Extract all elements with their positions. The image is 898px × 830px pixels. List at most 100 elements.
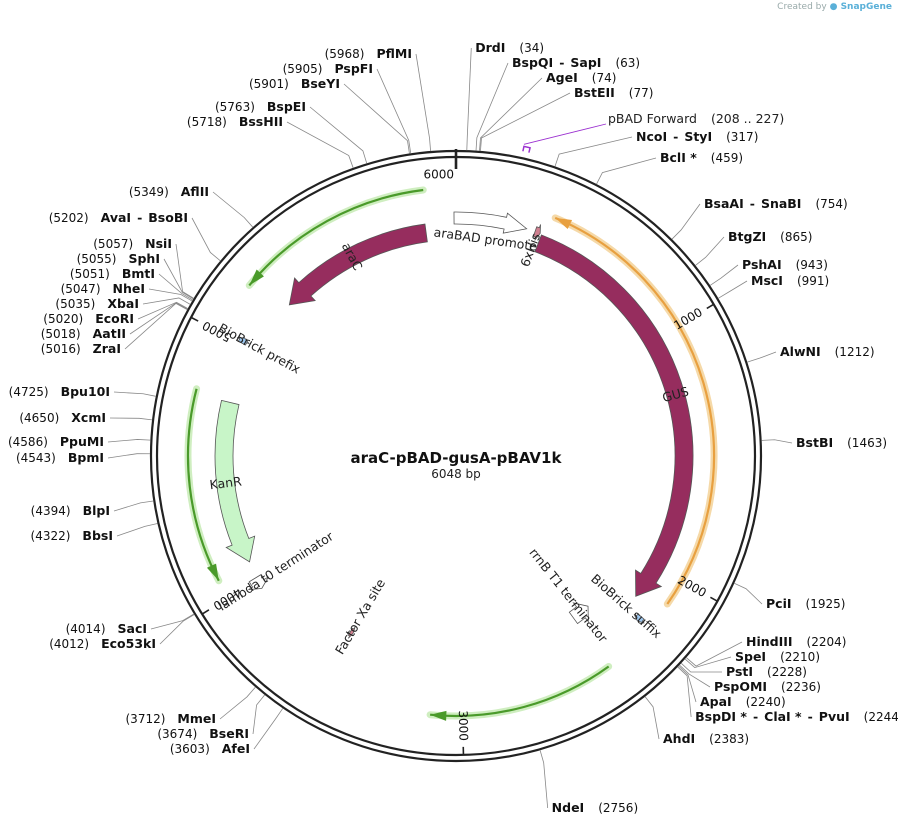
site-label-5349: (5349)AflII xyxy=(129,184,209,199)
site-xbai[interactable]: (5035)XbaI xyxy=(55,296,191,311)
site-pshai[interactable]: PshAI(943) xyxy=(709,257,828,286)
site-label-34: DrdI(34) xyxy=(475,40,544,55)
site-drdi[interactable]: DrdI(34) xyxy=(466,40,544,151)
site-avai-bsobi[interactable]: (5202)AvaI-BsoBI xyxy=(49,210,221,262)
site-leader-3712 xyxy=(219,686,256,720)
site-apai[interactable]: ApaI(2240) xyxy=(678,665,786,709)
feature-biobrick-prefix[interactable]: BioBrick prefix xyxy=(216,320,303,376)
feature-rrnb-t1-terminator[interactable]: rrnB T1 terminator xyxy=(526,545,611,646)
site-label-5057: (5057)NsiI xyxy=(93,236,172,251)
site-agei[interactable]: AgeI(74) xyxy=(479,70,617,151)
site-ncoi-styi[interactable]: NcoI-StyI(317) xyxy=(554,129,758,167)
feature-6xhis-arrow[interactable] xyxy=(532,224,541,241)
feature-kanr-arrow[interactable] xyxy=(214,399,256,563)
site-msci[interactable]: MscI(991) xyxy=(718,273,829,299)
site-label-2383: AhdI(2383) xyxy=(663,731,749,746)
site-aflii[interactable]: (5349)AflII xyxy=(129,184,254,228)
primer-pbad-forward-marker[interactable] xyxy=(522,145,531,153)
site-pspomi[interactable]: PspOMI(2236) xyxy=(679,664,821,694)
site-sphi[interactable]: (5055)SphI xyxy=(77,251,194,300)
site-leader-4014 xyxy=(150,613,195,630)
orf-3[interactable] xyxy=(430,665,610,718)
site-bseri[interactable]: (3674)BseRI xyxy=(157,694,266,741)
site-label-5016: (5016)ZraI xyxy=(41,341,121,356)
site-blpi[interactable]: (4394)BlpI xyxy=(31,500,154,518)
tick-label-2000: 2000 xyxy=(675,573,709,600)
site-bcli[interactable]: BclI *(459) xyxy=(596,150,743,185)
site-leader-4650 xyxy=(109,417,153,421)
site-ecori[interactable]: (5020)EcoRI xyxy=(43,301,189,326)
plasmid-length: 6048 bp xyxy=(431,467,481,481)
site-leader-4725 xyxy=(113,391,156,397)
site-leader-865 xyxy=(695,236,725,266)
orf-1[interactable] xyxy=(248,188,424,287)
site-label-2240: ApaI(2240) xyxy=(700,694,786,709)
feature-arac-arrow[interactable] xyxy=(288,223,428,306)
site-bspdi-clai-pvui[interactable]: BspDI *-ClaI *-PvuI(2244) xyxy=(677,666,898,724)
feature-arabad-promoter-arrow[interactable] xyxy=(453,211,528,234)
site-bsteii[interactable]: BstEII(77) xyxy=(480,85,653,152)
site-hindiii[interactable]: HindIII(2204) xyxy=(686,634,846,667)
site-ndei[interactable]: NdeI(2756) xyxy=(539,750,638,815)
site-bseyi[interactable]: (5901)BseYI xyxy=(249,76,410,154)
site-leader-5057 xyxy=(175,243,194,299)
site-bstbi[interactable]: BstBI(1463) xyxy=(761,435,887,450)
site-label-5055: (5055)SphI xyxy=(77,251,160,266)
site-pflmi[interactable]: (5968)PflMI xyxy=(325,46,431,152)
site-afei[interactable]: (3603)AfeI xyxy=(170,708,284,756)
feature-lambda-t0-terminator-arrow[interactable] xyxy=(248,573,269,591)
site-label-5035: (5035)XbaI xyxy=(55,296,139,311)
feature-rrnb-t1-terminator-arrow[interactable] xyxy=(568,602,589,625)
feature-arac[interactable]: araC xyxy=(288,223,428,306)
site-bsshii[interactable]: (5718)BssHII xyxy=(187,114,354,168)
site-ppumi[interactable]: (4586)PpuMI xyxy=(8,434,151,449)
feature-gus[interactable]: GUS xyxy=(534,234,694,597)
site-mmei[interactable]: (3712)MmeI xyxy=(126,686,256,726)
site-zrai[interactable]: (5016)ZraI xyxy=(41,302,188,356)
site-label-2228: PstI(2228) xyxy=(726,664,807,679)
orf-5[interactable] xyxy=(554,216,716,605)
feature-kanr[interactable]: KanR xyxy=(209,399,256,563)
site-saci[interactable]: (4014)SacI xyxy=(66,613,195,636)
site-pcii[interactable]: PciI(1925) xyxy=(734,582,845,611)
orf-2[interactable] xyxy=(186,388,220,582)
site-bspei[interactable]: (5763)BspEI xyxy=(215,99,368,164)
site-label-4543: (4543)BpmI xyxy=(16,450,104,465)
site-xcmi[interactable]: (4650)XcmI xyxy=(19,410,153,425)
site-alwni[interactable]: AlwNI(1212) xyxy=(747,344,875,363)
orf-3-arrowhead xyxy=(430,710,447,721)
site-leader-5901 xyxy=(343,83,410,154)
site-nhei[interactable]: (5047)NheI xyxy=(61,281,193,302)
feature-gus-arrow[interactable] xyxy=(534,234,694,597)
site-ahdi[interactable]: AhdI(2383) xyxy=(644,696,749,746)
site-bspqi-sapi[interactable]: BspQI-SapI(63) xyxy=(475,55,640,151)
site-btgzi[interactable]: BtgZI(865) xyxy=(695,229,812,266)
site-spei[interactable]: SpeI(2210) xyxy=(684,649,820,669)
site-psti[interactable]: PstI(2228) xyxy=(680,662,807,679)
site-leader-5968 xyxy=(415,53,431,152)
site-aatii[interactable]: (5018)AatII xyxy=(41,302,188,341)
site-label-5718: (5718)BssHII xyxy=(187,114,283,129)
site-label-5202: (5202)AvaI-BsoBI xyxy=(49,210,188,225)
snapgene-logo: ● SnapGene xyxy=(829,2,892,12)
feature-biobrick-suffix-arrow[interactable] xyxy=(633,613,645,624)
site-label-943: PshAI(943) xyxy=(742,257,828,272)
site-label-3712: (3712)MmeI xyxy=(126,711,217,726)
site-leader-74 xyxy=(479,77,543,151)
site-nsii[interactable]: (5057)NsiI xyxy=(93,236,194,299)
site-bmti[interactable]: (5051)BmtI xyxy=(70,266,193,301)
site-pspfi[interactable]: (5905)PspFI xyxy=(283,61,412,154)
orf-1-arrowhead xyxy=(249,269,264,286)
site-bpu10i[interactable]: (4725)Bpu10I xyxy=(9,384,156,399)
primer-pbad-forward-label[interactable]: pBAD Forward(208 .. 227) xyxy=(608,111,784,126)
site-bpmi[interactable]: (4543)BpmI xyxy=(16,450,151,465)
primer-leader-line xyxy=(523,123,607,145)
site-eco53ki[interactable]: (4012)Eco53kI xyxy=(49,614,195,651)
feature-factor-xa-site[interactable]: Factor Xa site xyxy=(332,576,388,657)
site-bbsi[interactable]: (4322)BbsI xyxy=(31,523,158,543)
site-bsaai-snabi[interactable]: BsaAI-SnaBI(754) xyxy=(671,196,848,240)
orf-2-arrowhead xyxy=(206,563,219,581)
feature-biobrick-prefix-arrow[interactable] xyxy=(237,336,250,346)
feature-factor-xa-site-arrow[interactable] xyxy=(347,626,356,639)
